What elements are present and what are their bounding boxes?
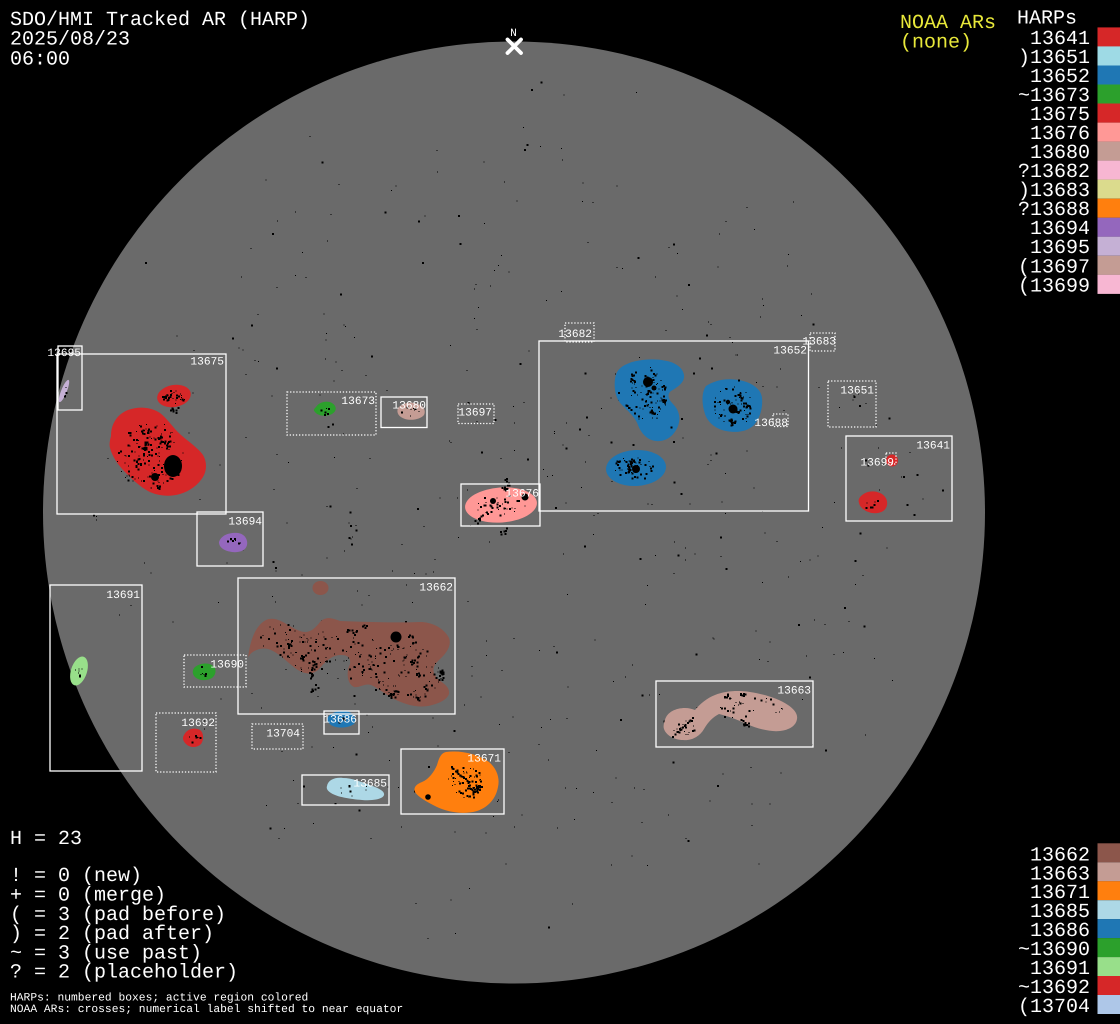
svg-text:13651: 13651 <box>840 386 874 398</box>
svg-text:06:00: 06:00 <box>10 48 70 71</box>
svg-text:N: N <box>510 28 517 40</box>
svg-text:13695: 13695 <box>47 348 81 360</box>
svg-text:13680: 13680 <box>392 401 426 413</box>
svg-text:)13683: )13683 <box>1018 180 1090 203</box>
svg-text:13685: 13685 <box>1030 901 1090 924</box>
svg-text:13683: 13683 <box>802 337 836 349</box>
svg-text:13691: 13691 <box>106 590 140 602</box>
svg-text:13662: 13662 <box>1030 844 1090 867</box>
svg-text:NOAA ARs: NOAA ARs <box>900 12 996 35</box>
svg-text:)13651: )13651 <box>1018 47 1090 70</box>
svg-text:13671: 13671 <box>467 754 501 766</box>
svg-text:13697: 13697 <box>458 408 492 420</box>
svg-text:(none): (none) <box>900 32 972 55</box>
svg-text:+ = 0 (merge): + = 0 (merge) <box>10 885 166 908</box>
svg-text:13699: 13699 <box>860 458 894 470</box>
svg-text:13686: 13686 <box>1030 920 1090 943</box>
svg-text:13682: 13682 <box>558 329 592 341</box>
svg-text:SDO/HMI Tracked AR (HARP): SDO/HMI Tracked AR (HARP) <box>10 9 310 32</box>
svg-text:HARPs: HARPs <box>1017 8 1077 31</box>
svg-text:13691: 13691 <box>1030 958 1090 981</box>
svg-text:~ = 3 (use past): ~ = 3 (use past) <box>10 942 202 965</box>
svg-text:? = 2 (placeholder): ? = 2 (placeholder) <box>10 962 238 985</box>
svg-text:13680: 13680 <box>1030 142 1090 165</box>
svg-text:13686: 13686 <box>323 715 357 727</box>
svg-text:) = 2 (pad after): ) = 2 (pad after) <box>10 923 214 946</box>
svg-text:(13697: (13697 <box>1018 256 1090 279</box>
svg-text:(13704: (13704 <box>1018 996 1090 1019</box>
svg-text:13663: 13663 <box>777 686 811 698</box>
svg-text:13673: 13673 <box>341 396 375 408</box>
svg-text:13652: 13652 <box>1030 66 1090 89</box>
svg-text:13641: 13641 <box>1030 28 1090 51</box>
svg-text:13676: 13676 <box>505 489 539 501</box>
svg-text:13652: 13652 <box>773 346 807 358</box>
svg-text:~13692: ~13692 <box>1018 977 1090 1000</box>
svg-text:13675: 13675 <box>190 357 224 369</box>
svg-text:13662: 13662 <box>419 583 453 595</box>
svg-text:?13688: ?13688 <box>1018 199 1090 222</box>
svg-text:( = 3 (pad before): ( = 3 (pad before) <box>10 904 226 927</box>
svg-text:13694: 13694 <box>1030 218 1090 241</box>
svg-text:~13690: ~13690 <box>1018 939 1090 962</box>
svg-text:! = 0 (new): ! = 0 (new) <box>10 865 142 888</box>
svg-text:13641: 13641 <box>916 441 950 453</box>
svg-text:2025/08/23: 2025/08/23 <box>10 29 130 52</box>
svg-text:?13682: ?13682 <box>1018 161 1090 184</box>
svg-text:NOAA ARs: crosses; numerical l: NOAA ARs: crosses; numerical label shift… <box>10 1003 403 1016</box>
svg-text:H = 23: H = 23 <box>10 828 82 851</box>
svg-text:13688: 13688 <box>754 418 788 430</box>
svg-text:13675: 13675 <box>1030 104 1090 127</box>
svg-text:13692: 13692 <box>181 718 215 730</box>
svg-text:13671: 13671 <box>1030 882 1090 905</box>
svg-text:(13699: (13699 <box>1018 275 1090 298</box>
svg-text:13685: 13685 <box>353 779 387 791</box>
svg-text:13663: 13663 <box>1030 863 1090 886</box>
svg-text:13676: 13676 <box>1030 123 1090 146</box>
svg-text:~13673: ~13673 <box>1018 85 1090 108</box>
svg-text:13690: 13690 <box>210 660 244 672</box>
svg-text:13704: 13704 <box>266 729 300 741</box>
svg-text:HARPs: numbered boxes; active: HARPs: numbered boxes; active region col… <box>10 992 308 1005</box>
svg-text:13694: 13694 <box>228 517 262 529</box>
svg-text:13695: 13695 <box>1030 237 1090 260</box>
